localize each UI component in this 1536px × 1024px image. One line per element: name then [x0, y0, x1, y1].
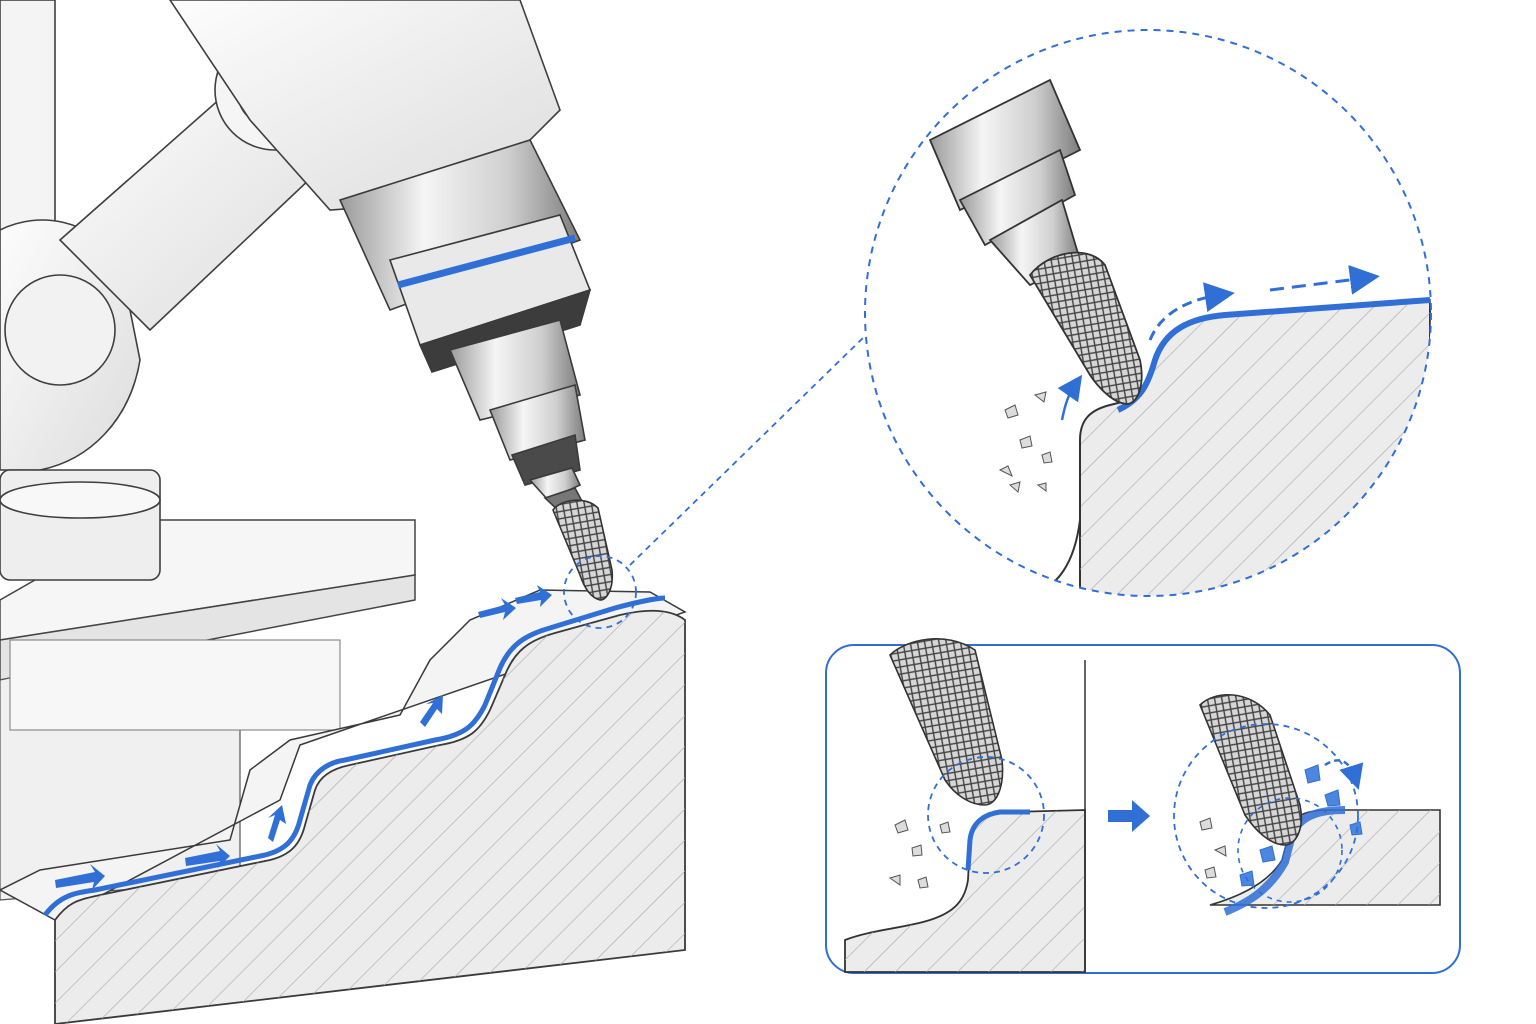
arrow-right-icon: [185, 844, 230, 868]
arrow-right-icon: [55, 864, 105, 890]
chips: [998, 391, 1053, 493]
leader-line: [629, 334, 867, 566]
after-state: [1173, 694, 1441, 916]
arrow-right-icon: [515, 585, 552, 607]
detail-view: [864, 29, 1432, 597]
arrow-right-icon: [420, 695, 443, 727]
chips: [1239, 764, 1363, 887]
arrow-right-icon: [1148, 282, 1235, 341]
arrow-right-icon: [1108, 800, 1150, 832]
focus-circle: [1237, 797, 1343, 903]
magnified-burr: [928, 78, 1143, 405]
focus-circle: [1173, 723, 1359, 909]
arrow-right-icon: [1269, 264, 1380, 295]
spindle: [338, 139, 592, 513]
edge-toolpath: [43, 595, 666, 917]
chips: [888, 819, 951, 889]
before-state: [844, 638, 1086, 973]
arrow-right-icon: [1057, 374, 1083, 421]
arrow-right-icon: [1324, 759, 1364, 790]
burr-tool: [552, 499, 614, 601]
toolpath-arrows: [55, 585, 552, 890]
arrow-right-icon: [268, 805, 286, 842]
arrow-right-icon: [478, 598, 516, 620]
robot-arm: [0, 0, 561, 581]
inset-panel: [825, 638, 1461, 974]
main-view: [0, 0, 867, 1024]
stepped-workpiece: [0, 585, 687, 1024]
focus-circle: [927, 756, 1045, 874]
chips: [1199, 817, 1227, 879]
focus-circle: [563, 555, 637, 629]
